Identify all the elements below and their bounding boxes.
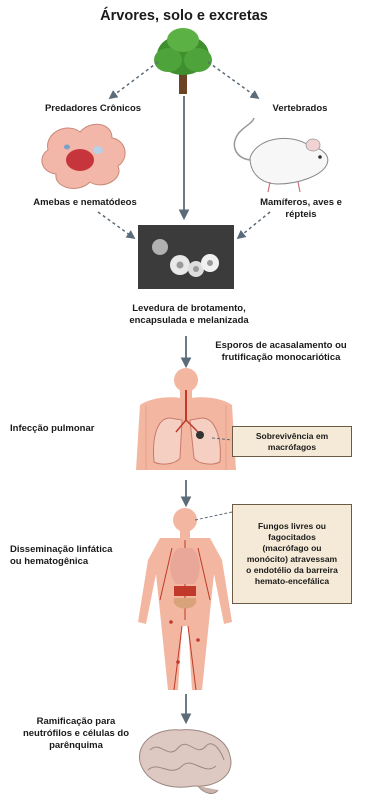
label-predators: Predadores Crônicos (28, 103, 158, 115)
label-spores-line2: frutificação monocariótica (196, 352, 366, 364)
arrow-tree-to-predators (110, 62, 158, 98)
label-yeast: Levedura de brotamento, encapsulada e me… (104, 303, 274, 327)
box-fungi-line6: hemato-encefálica (246, 576, 338, 587)
box-fungi-line1: Fungos livres ou (246, 521, 338, 532)
label-amoebae: Amebas e nematódeos (10, 197, 160, 209)
body-circulation-icon (138, 508, 232, 690)
mouse-icon (234, 118, 327, 192)
box-bbb-crossing: Fungos livres ou fagocitados (macrófago … (232, 504, 352, 604)
label-mammals: Mamíferos, aves e répteis (238, 197, 364, 221)
label-vertebrates: Vertebrados (250, 103, 350, 115)
torso-lungs-icon (136, 368, 236, 470)
label-lung-infection: Infecção pulmonar (10, 423, 144, 435)
yeast-micrograph (138, 225, 234, 289)
arrow-tree-to-vertebrates (208, 62, 258, 98)
amoeba-icon (42, 124, 125, 188)
label-dissemination-line2: ou hematogênica (10, 556, 144, 568)
label-mammals-line2: répteis (238, 209, 364, 221)
box-fungi-line2: fagocitados (246, 532, 338, 543)
label-mammals-line1: Mamíferos, aves e (238, 197, 364, 209)
label-yeast-line2: encapsulada e melanizada (104, 315, 274, 327)
label-spores: Esporos de acasalamento ou frutificação … (196, 340, 366, 364)
label-dissemination-line1: Disseminação linfática (10, 544, 144, 556)
label-branching-line3: parênquima (14, 740, 138, 752)
box-fungi-line3: (macrófago ou (246, 543, 338, 554)
box-macrophage-line2: macrófagos (256, 442, 328, 453)
tree-icon (154, 28, 212, 94)
box-fungi-line4: monócito) atravessam (246, 554, 338, 565)
brain-icon (139, 730, 231, 794)
label-branching: Ramificação para neutrófilos e células d… (14, 716, 138, 752)
label-branching-line1: Ramificação para (14, 716, 138, 728)
box-fungi-line5: o endotélio da barreira (246, 565, 338, 576)
box-macrophage-line1: Sobrevivência em (256, 431, 328, 442)
label-branching-line2: neutrófilos e células do (14, 728, 138, 740)
arrow-amoebae-to-yeast (98, 212, 134, 238)
label-spores-line1: Esporos de acasalamento ou (196, 340, 366, 352)
label-yeast-line1: Levedura de brotamento, (104, 303, 274, 315)
label-dissemination: Disseminação linfática ou hematogênica (10, 544, 144, 568)
box-macrophage-survival: Sobrevivência em macrófagos (232, 426, 352, 457)
